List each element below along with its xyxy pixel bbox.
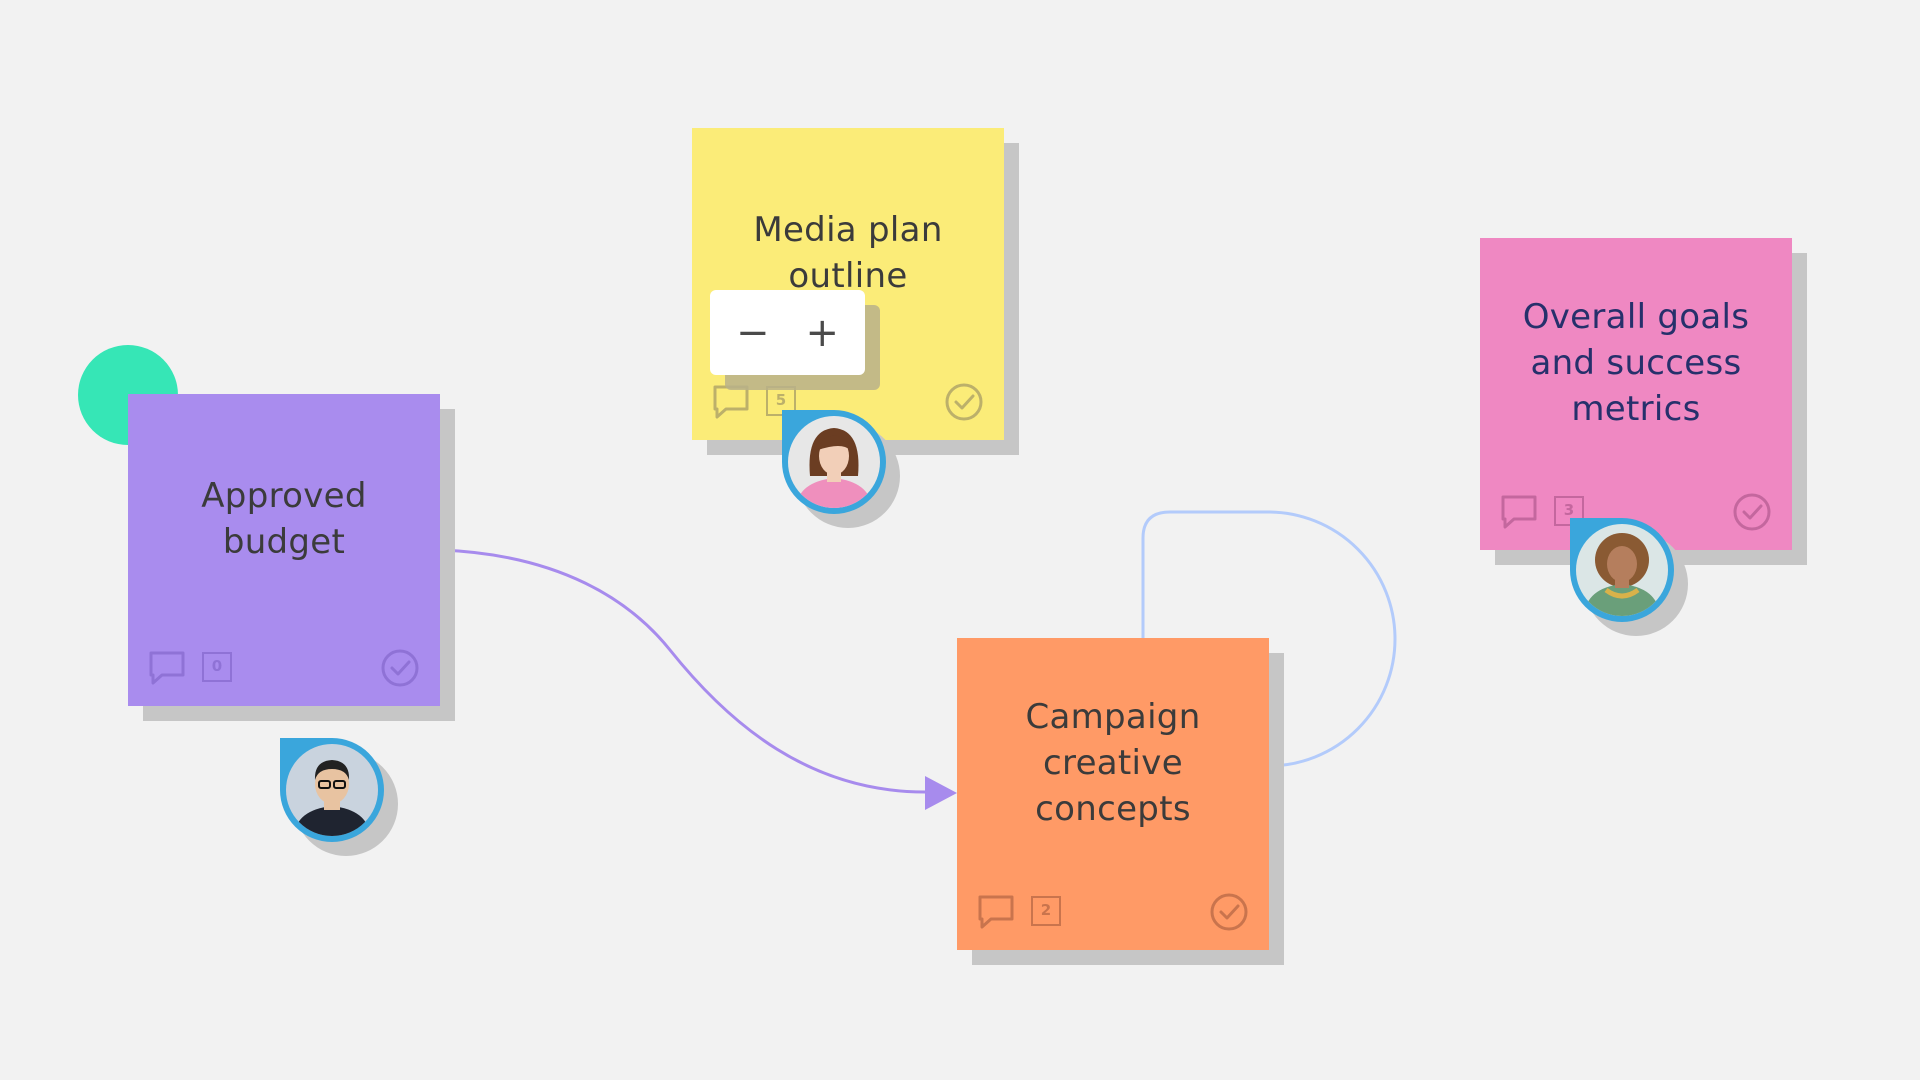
comment-icon[interactable] [977,894,1015,930]
zoom-out-button[interactable]: − [725,305,781,361]
comment-count-badge: 3 [1554,496,1584,526]
avatar[interactable] [782,410,886,514]
comment-icon[interactable] [148,650,186,686]
note-footer: 3 [1500,492,1772,532]
user-avatar-icon [286,744,378,836]
note-approved-budget-wrap: Approved budget 0 [128,394,455,721]
note-text: Campaign creative concepts [1025,697,1201,829]
user-avatar-icon [1576,524,1668,616]
avatar[interactable] [1570,518,1674,622]
comment-icon[interactable] [712,384,750,420]
user-avatar-icon [788,416,880,508]
note-media-plan-wrap: Media plan outline 5 [692,128,1019,455]
check-circle-icon[interactable] [380,648,420,688]
note-footer: 2 [977,892,1249,932]
connector-budget-to-creative[interactable] [441,548,926,794]
comment-count-badge: 0 [202,652,232,682]
avatar-woman-curly-wrap [1570,518,1688,636]
note-footer: 5 [712,382,984,422]
avatar-woman-blazer-wrap [782,410,900,528]
connector-arrow-icon [925,776,957,810]
check-circle-icon[interactable] [1209,892,1249,932]
check-circle-icon[interactable] [1732,492,1772,532]
comment-icon[interactable] [1500,494,1538,530]
connector-creative-loop[interactable] [1141,510,1397,768]
zoom-toolbar: − + [710,290,865,375]
note-text: Overall goals and success metrics [1522,297,1750,429]
zoom-in-button[interactable]: + [794,305,850,361]
comment-count-badge: 2 [1031,896,1061,926]
sticky-note-media-plan[interactable]: Media plan outline 5 [692,128,1004,440]
check-circle-icon[interactable] [944,382,984,422]
sticky-note-campaign-creative[interactable]: Campaign creative concepts 2 [957,638,1269,950]
zoom-control-wrap: − + [710,290,880,390]
note-campaign-creative-wrap: Campaign creative concepts 2 [957,638,1284,965]
avatar-man-wrap [280,738,398,856]
avatar[interactable] [280,738,384,842]
note-overall-goals-wrap: Overall goals and success metrics 3 [1480,238,1807,565]
note-footer: 0 [148,648,420,688]
sticky-note-overall-goals[interactable]: Overall goals and success metrics 3 [1480,238,1792,550]
sticky-note-approved-budget[interactable]: Approved budget 0 [128,394,440,706]
note-text: Media plan outline [753,210,943,296]
note-text: Approved budget [201,476,367,562]
